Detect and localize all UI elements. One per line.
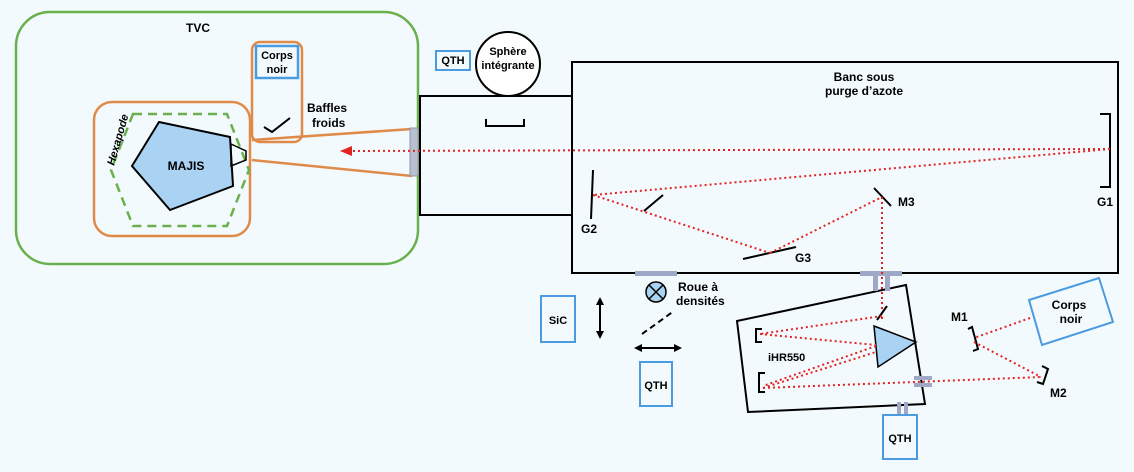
g1-label: G1 (1097, 195, 1113, 209)
beam-ihr-1 (759, 315, 883, 335)
ihr550-fold-mirror (876, 305, 888, 321)
corps-noir-ext-label-2: noir (1060, 312, 1083, 326)
baffles-label-1: Baffles (307, 101, 347, 115)
qth-ihr-box (882, 414, 918, 460)
tvc-window (409, 127, 419, 177)
ihr550-side-port-2 (914, 383, 932, 387)
bench-label-1: Banc sous (834, 70, 895, 84)
sphere-housing-mirror (485, 119, 525, 127)
nitrogen-purge-bench (571, 61, 1119, 274)
sphere-housing (419, 95, 573, 216)
cold-baffle-line-bottom (251, 158, 413, 178)
tvc-label: TVC (186, 21, 210, 35)
beam-corps-m1 (973, 317, 1031, 339)
qth-lower-box (639, 361, 673, 407)
g2-mirror (590, 169, 594, 220)
hexapode-enclosure (92, 100, 252, 238)
hexapode-outline (109, 112, 251, 228)
majis-aperture (230, 142, 247, 168)
g2-label: G2 (581, 222, 597, 236)
baffles-label-2: froids (312, 116, 346, 130)
beam-m1-m2 (973, 341, 1042, 378)
beam-main (347, 148, 1111, 152)
qth-sphere-box (435, 50, 471, 71)
g3-label: G3 (795, 251, 811, 265)
density-wheel-label-1: Roue à (678, 280, 718, 294)
density-wheel-label-2: densités (676, 294, 725, 308)
m2-label: M2 (1050, 386, 1067, 400)
ihr550-label: iHR550 (768, 352, 805, 364)
sic-arrow-down-icon (596, 331, 604, 339)
bench-fold-mirror (643, 194, 664, 212)
ihr550-mirror-top (755, 328, 762, 343)
qth-arrow-right-icon (674, 344, 682, 352)
corps-noir-ext-box (1027, 276, 1115, 347)
sic-source-box (540, 295, 576, 343)
hexapode-label: Hexapode (105, 113, 131, 167)
ihr550-top-port-2 (885, 275, 890, 291)
cold-baffle-line-top (251, 127, 413, 142)
ihr550-prism (873, 324, 918, 369)
beam-g3-m3 (769, 196, 883, 254)
corps-noir-tvc-mirror (263, 117, 291, 134)
corps-noir-tvc-label-2: noir (267, 64, 288, 76)
ihr550-top-port (873, 275, 878, 291)
majis-label: MAJIS (168, 159, 205, 173)
qth-lower-label: QTH (644, 380, 667, 392)
ihr550-bottom-port (897, 402, 901, 415)
m1-label: M1 (951, 310, 968, 324)
sphere-label-1: Sphère (489, 46, 526, 58)
m1-mirror (967, 325, 980, 352)
g1-mirror (1100, 113, 1111, 188)
qth-sphere-label: QTH (441, 55, 464, 67)
qth-arrow-left-icon (634, 344, 642, 352)
ihr550-mirror-bottom (758, 372, 765, 393)
majis-instrument (130, 120, 235, 212)
corps-noir-tvc-enclosure (250, 40, 304, 144)
beam-arrowhead (340, 146, 352, 156)
density-wheel-cross-2 (648, 284, 664, 300)
qth-ihr-label: QTH (888, 433, 911, 445)
corps-noir-tvc-box (254, 44, 300, 80)
ihr550-spectrometer (735, 283, 927, 414)
integrating-sphere (475, 31, 541, 97)
bench-port-left (635, 271, 677, 276)
m3-label: M3 (898, 195, 915, 209)
beam-g1-g2 (592, 148, 1111, 196)
beam-ihr-2 (759, 333, 877, 346)
sic-label: SiC (549, 315, 567, 327)
sic-arrow-up-icon (596, 297, 604, 305)
beam-g2-g3 (592, 194, 771, 254)
ihr550-bottom-port-2 (904, 402, 908, 415)
corps-noir-tvc-label-1: Corps (261, 50, 293, 62)
corps-noir-ext-label-1: Corps (1052, 298, 1087, 312)
bench-label-2: purge d’azote (825, 84, 903, 98)
sphere-label-2: intégrante (481, 60, 534, 72)
beam-ihr-out (762, 376, 1042, 389)
ihr550-side-port (914, 376, 932, 380)
m2-mirror (1036, 365, 1050, 386)
switch-mirror (641, 310, 675, 335)
